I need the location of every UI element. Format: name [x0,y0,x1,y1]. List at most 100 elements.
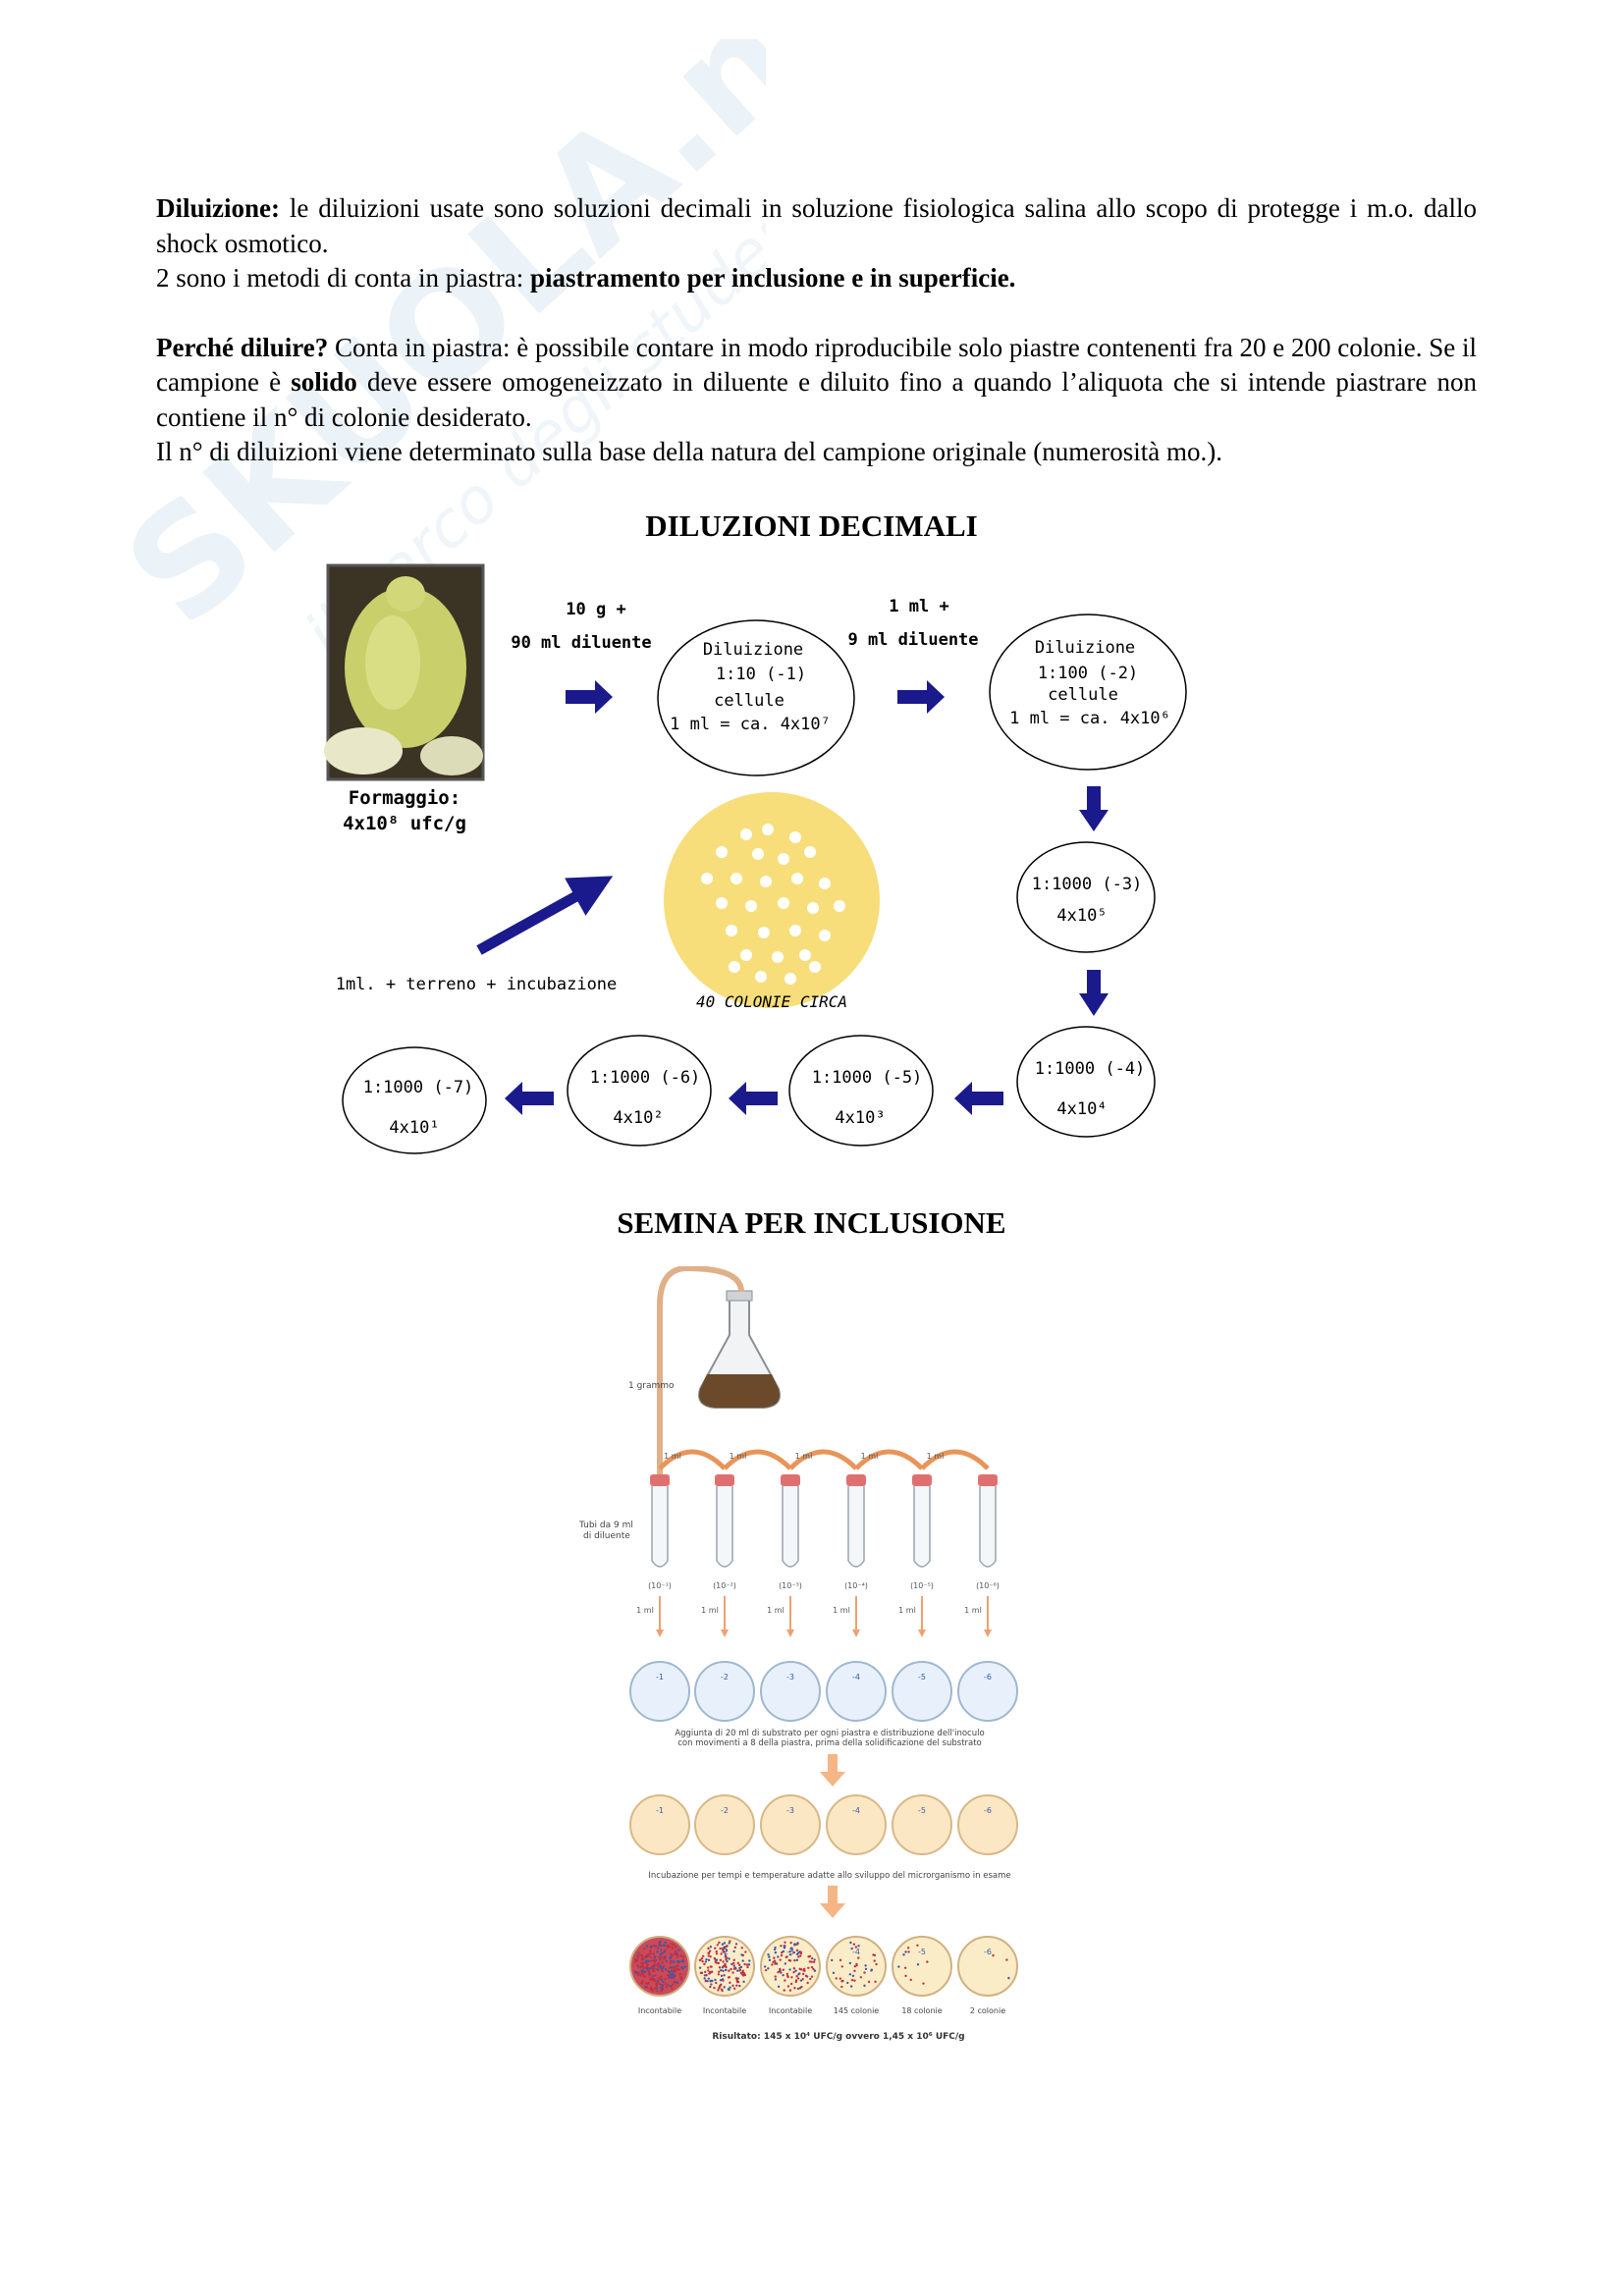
cheese-label: Formaggio: [349,787,460,809]
arrow-left-2 [729,1082,778,1115]
plate-id: -1 [656,1948,664,1956]
result-label: 18 colonie [901,2006,942,2015]
plate-id: -4 [852,1806,860,1815]
arrow-down-2 [1079,970,1109,1016]
tube-dilution-label: (10⁻³) [779,1581,802,1590]
tube-dilution-label: (10⁻⁶) [976,1581,1000,1590]
dilution-5: 1:1000 (-5) 4x10³ [789,1036,933,1146]
medium-plate: -3 [761,1795,820,1854]
result-label: Incontabile [703,2006,746,2015]
plate-id: -5 [918,1948,926,1956]
tube-dilution-label: (10⁻²) [713,1581,736,1590]
gram-label: 1 grammo [628,1381,675,1391]
plate-id: -5 [918,1806,926,1815]
step2-label-b: 9 ml diluente [847,630,978,650]
paragraph-metodi: 2 sono i metodi di conta in piastra: pia… [156,261,1477,296]
result-label: 145 colonie [834,2006,880,2015]
dilution-3: 1:1000 (-3) 4x10⁵ [1017,842,1155,952]
arrow-right-1 [566,680,613,714]
dilution-tube: (10⁻⁶) 1 ml [964,1474,1000,1637]
arrow-down-1 [1079,786,1109,831]
arrow-down-orange-1 [820,1754,845,1787]
transfer-label: 1 ml [730,1452,747,1461]
dilution-2: Diluizione 1:100 (-2) cellule 1 ml = ca.… [990,614,1186,770]
result-plate: Incontabile -1 [630,1937,689,2015]
arrow-diagonal [479,886,594,950]
petri-plate [664,792,880,1008]
result-plate: 18 colonie -5 [893,1937,951,2015]
result-plate: 2 colonie -6 [958,1937,1017,2015]
heading-diluizioni: DILUZIONI DECIMALI [0,508,1623,544]
plate-id: -3 [786,1806,794,1815]
tube-dilution-label: (10⁻⁴) [844,1581,868,1590]
plate-id: -5 [918,1673,926,1682]
medium-plate: -1 [630,1795,689,1854]
medium-plate: -6 [958,1795,1017,1854]
result-label: 2 colonie [970,2006,1005,2015]
step-a-line1: Aggiunta di 20 ml di substrato per ogni … [675,1729,984,1738]
paragraph-diluizione: Diluizione: le diluizioni usate sono sol… [156,191,1477,261]
transfer-label: 1 ml [861,1452,879,1461]
pour-label: 1 ml [701,1606,719,1615]
svg-text:1:100 (-2): 1:100 (-2) [1038,664,1138,683]
transfer-label: 1 ml [927,1452,945,1461]
step-b: Incubazione per tempi e temperature adat… [648,1871,1010,1881]
svg-text:1:1000 (-6): 1:1000 (-6) [590,1068,701,1088]
heading-semina: SEMINA PER INCLUSIONE [0,1205,1623,1241]
transfer-label: 1 ml [664,1452,681,1461]
cheese-photo [324,565,483,779]
empty-plate: -5 [893,1662,951,1721]
paragraph-numero-diluizioni: Il n° di diluizioni viene determinato su… [156,435,1477,470]
plate-id: -3 [786,1673,794,1682]
empty-plate: -4 [827,1662,886,1721]
plate-id: -2 [721,1806,729,1815]
plate-label: 40 COLONIE CIRCA [696,992,847,1011]
paragraph-perche-diluire: Perché diluire? Conta in piastra: è poss… [156,331,1477,436]
svg-text:1:10 (-1): 1:10 (-1) [716,665,806,684]
cheese-count: 4x10⁸ ufc/g [343,813,466,834]
empty-plate: -3 [761,1662,820,1721]
result-label: Incontabile [638,2006,681,2015]
tube-dilution-label: (10⁻⁵) [910,1581,934,1590]
arrow-left-3 [505,1082,554,1115]
pour-label: 1 ml [636,1606,654,1615]
pour-label: 1 ml [898,1606,916,1615]
svg-text:4x10⁴: 4x10⁴ [1056,1099,1107,1119]
plate-id: -6 [984,1806,992,1815]
empty-plate: -1 [630,1662,689,1721]
pour-label: 1 ml [767,1606,784,1615]
plate-id: -6 [984,1948,992,1956]
inclusion-diagram: 1 grammo Tubi da 9 ml di diluente (10⁻¹)… [569,1266,1080,2052]
medium-plate: -5 [893,1795,951,1854]
arrow-down-orange-2 [820,1886,845,1918]
result-plate: 145 colonie-4 [827,1937,886,2015]
plates-row-empty: -1-2-3-4-5-6 [630,1662,1017,1721]
svg-text:4x10⁵: 4x10⁵ [1056,906,1107,926]
step-a-line2: con movimenti a 8 della piastra, prima d… [677,1738,982,1748]
svg-text:cellule: cellule [1048,685,1118,705]
svg-text:Diluizione: Diluizione [703,640,803,660]
incubation-label: 1ml. + terreno + incubazione [336,975,618,994]
plate-id: -3 [786,1948,794,1956]
svg-text:4x10¹: 4x10¹ [389,1118,439,1138]
arrow-left-1 [954,1082,1003,1115]
result-text: Risultato: 145 x 10⁴ UFC/g ovvero 1,45 x… [712,2032,964,2042]
svg-text:1 ml = ca. 4x10⁶: 1 ml = ca. 4x10⁶ [1009,709,1170,728]
plate-id: -2 [721,1948,729,1956]
pour-label: 1 ml [833,1606,850,1615]
svg-text:4x10³: 4x10³ [835,1108,885,1128]
dilution-diagram: Formaggio: 4x10⁸ ufc/g 10 g + 90 ml dilu… [314,555,1217,1163]
tube-label-b: di diluente [583,1531,630,1541]
plate-id: -4 [852,1673,860,1682]
empty-plate: -2 [695,1662,754,1721]
svg-text:cellule: cellule [714,691,784,711]
step1-label-b: 90 ml diluente [511,633,651,653]
plates-row-medium: -1 -2 -3 -4 -5 -6 [630,1795,1017,1854]
intro-text: Diluizione: le diluizioni usate sono sol… [156,191,1477,470]
pour-label: 1 ml [964,1606,982,1615]
tube-dilution-label: (10⁻¹) [648,1581,672,1590]
plate-id: -1 [656,1806,664,1815]
svg-text:4x10²: 4x10² [613,1108,663,1128]
dilution-7: 1:1000 (-7) 4x10¹ [343,1047,486,1153]
plate-id: -2 [721,1673,729,1682]
